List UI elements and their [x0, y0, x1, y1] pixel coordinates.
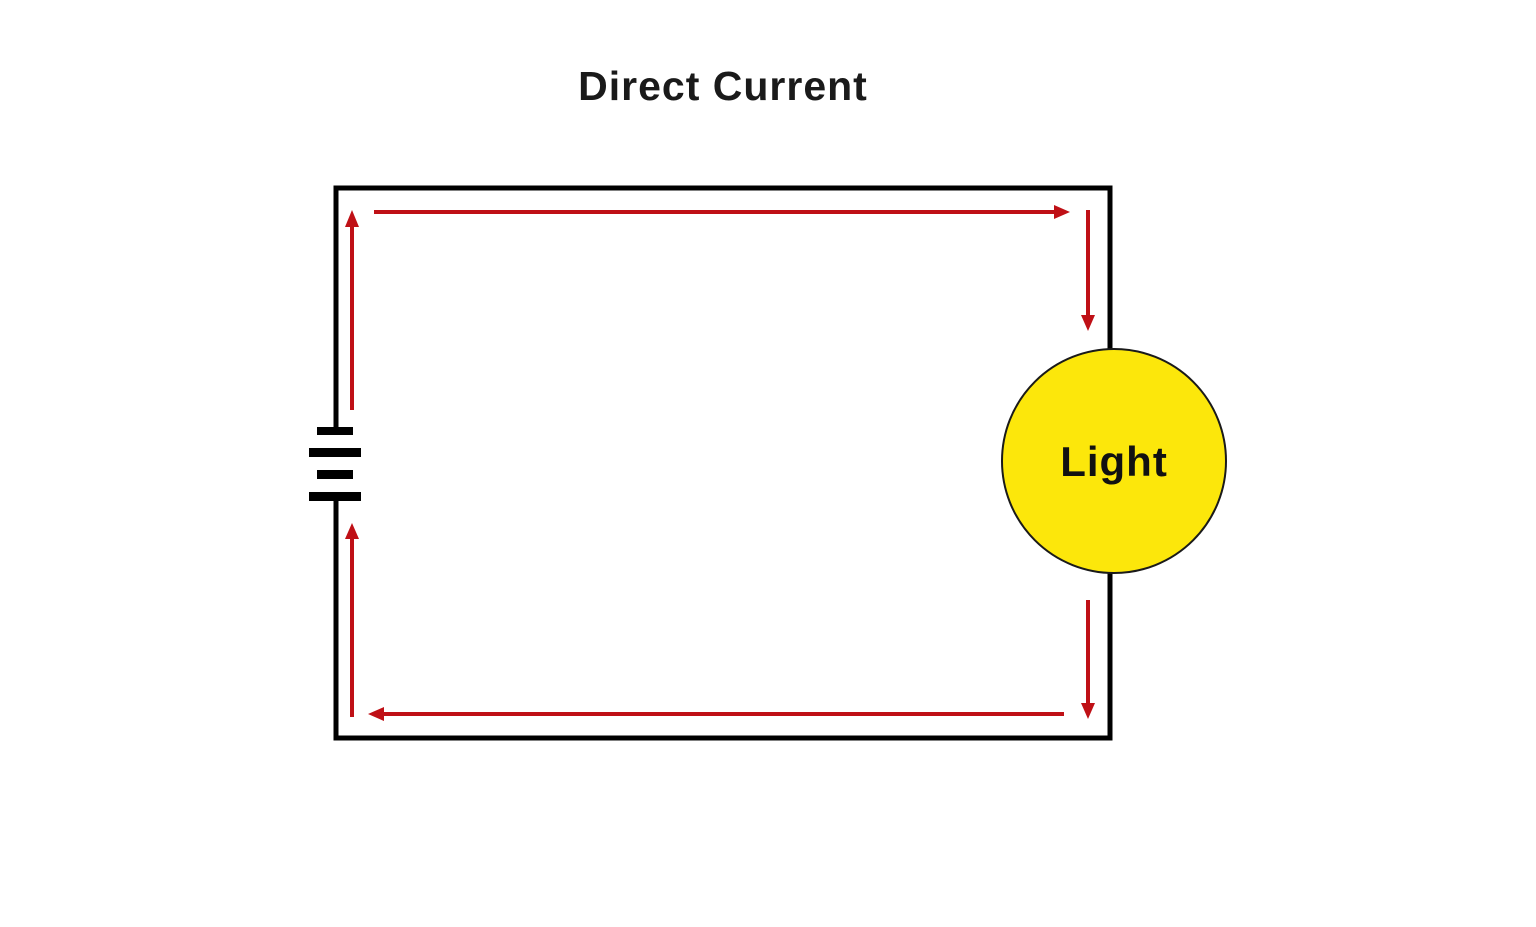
current-arrow-right-upper	[1081, 210, 1095, 331]
arrow-right-icon	[1054, 205, 1070, 219]
arrow-down-icon	[1081, 703, 1095, 719]
battery-plate-long-bottom	[309, 492, 361, 501]
battery-symbol	[309, 427, 361, 501]
arrow-left-icon	[368, 707, 384, 721]
circuit-wire	[333, 185, 1113, 741]
arrow-down-icon	[1081, 315, 1095, 331]
current-arrow-left-upper	[345, 210, 359, 410]
battery-plate-short-top	[317, 427, 353, 435]
battery-plate-long-upper	[309, 448, 361, 457]
diagram-title: Direct Current	[578, 63, 868, 109]
battery-plate-short-lower	[317, 470, 353, 479]
current-arrow-bottom	[368, 707, 1064, 721]
current-arrow-left-lower	[345, 523, 359, 717]
arrow-up-icon	[345, 523, 359, 539]
current-arrow-top	[374, 205, 1070, 219]
light-bulb-label: Light	[1060, 438, 1168, 485]
current-arrow-right-lower	[1081, 600, 1095, 719]
arrow-up-icon	[345, 210, 359, 227]
light-bulb-circle	[1001, 348, 1227, 574]
